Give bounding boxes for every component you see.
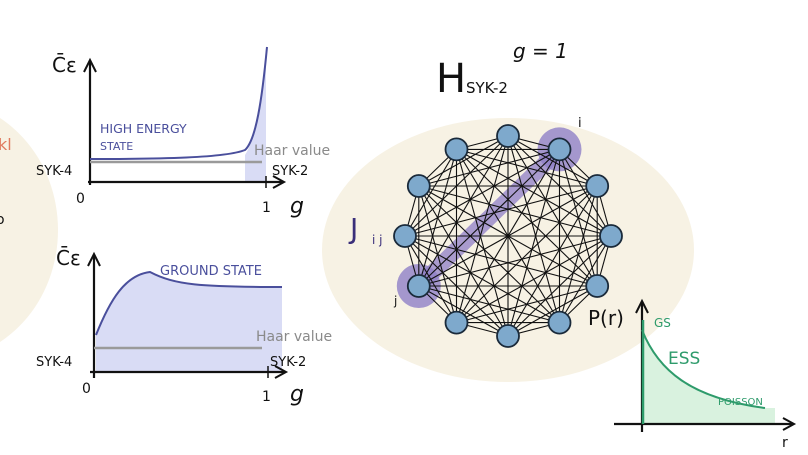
- distribution-gs-label: GS: [654, 316, 671, 330]
- ground-x-tick-0: 0: [82, 381, 91, 397]
- network-edge: [418, 185, 509, 337]
- high-energy-x-tick-0: 0: [76, 191, 85, 207]
- high-energy-x-arrow: [272, 175, 287, 189]
- network-edge: [404, 235, 457, 323]
- ground-x-arrow: [274, 365, 289, 379]
- network-edge: [456, 185, 598, 323]
- ground-y-arrow: [87, 251, 101, 267]
- distribution-ess-label: ESS: [668, 349, 700, 369]
- distribution-x-label: r: [782, 435, 788, 451]
- ground-right-label: SYK-2: [270, 355, 306, 370]
- network-edge: [455, 149, 509, 337]
- high-energy-curve-label-line2: STATE: [100, 140, 133, 153]
- coupling-subscript: i j: [372, 233, 382, 247]
- network-node: [496, 324, 520, 348]
- network-edge: [456, 148, 612, 237]
- network-edge: [404, 235, 560, 324]
- network-node: [406, 174, 431, 198]
- network-nodes: [393, 124, 623, 348]
- high-energy-x-tick-1: 1: [262, 200, 271, 216]
- network-node: [585, 274, 610, 298]
- hamiltonian-symbol: H: [436, 56, 466, 102]
- node-j-label: j: [393, 294, 397, 308]
- network-node: [393, 224, 417, 248]
- network-node: [547, 310, 572, 335]
- node-i-label: i: [578, 116, 582, 131]
- network-node: [496, 124, 520, 148]
- high-energy-y-arrow: [83, 57, 97, 73]
- coupling-symbol: J: [348, 212, 358, 245]
- left-edge-fragment: kl o: [0, 118, 58, 342]
- network-diagram: H SYK-2 g = 1 J i j i j: [322, 39, 694, 382]
- network-edge: [507, 135, 561, 323]
- network-edge: [418, 185, 458, 323]
- network-node: [444, 137, 469, 162]
- high-energy-right-label: SYK-2: [272, 164, 308, 179]
- network-node: [406, 274, 431, 298]
- network-edge: [404, 235, 598, 287]
- ground-left-label: SYK-4: [36, 355, 72, 370]
- high-energy-x-label: g: [290, 194, 304, 219]
- network-edges: [404, 135, 612, 337]
- network-edge: [418, 149, 560, 287]
- panel-high-energy: C̄ε HIGH ENERGY STATE Haar value SYK-4 S…: [36, 46, 330, 219]
- high-energy-haar-label: Haar value: [254, 143, 330, 159]
- high-energy-left-label: SYK-4: [36, 164, 72, 179]
- distribution-area: [642, 330, 775, 424]
- ground-x-tick-1: 1: [262, 389, 271, 405]
- high-energy-curve: [89, 46, 268, 160]
- network-node: [547, 137, 572, 162]
- left-fragment-top-text: kl: [0, 135, 12, 154]
- ground-x-label: g: [290, 382, 304, 407]
- distribution-poisson-label: POISSON: [718, 397, 763, 408]
- ground-haar-label: Haar value: [256, 329, 332, 345]
- coupling-g-label: g = 1: [513, 39, 568, 63]
- network-node: [599, 224, 623, 248]
- hamiltonian-subscript: SYK-2: [466, 79, 508, 97]
- network-node: [444, 310, 469, 335]
- ground-y-label: C̄ε: [56, 245, 81, 270]
- network-edge: [404, 185, 598, 237]
- high-energy-area: [245, 48, 266, 182]
- distribution-x-arrow: [782, 417, 797, 431]
- network-edge: [418, 185, 560, 323]
- ground-curve-label: GROUND STATE: [160, 264, 262, 279]
- network-node: [585, 174, 610, 198]
- high-energy-y-label: C̄ε: [52, 52, 77, 77]
- distribution-plot: P(r) r GS ESS POISSON: [588, 298, 797, 451]
- network-edge: [456, 149, 560, 323]
- network-edge: [456, 149, 598, 287]
- network-edge: [507, 149, 561, 337]
- network-edge: [418, 235, 612, 287]
- network-edge: [418, 285, 509, 337]
- left-fragment-mid-text: o: [0, 212, 5, 228]
- network-edge: [404, 149, 457, 237]
- distribution-y-label: P(r): [588, 306, 624, 330]
- network-edge: [418, 149, 458, 287]
- panel-ground-state: C̄ε GROUND STATE Haar value SYK-4 SYK-2 …: [36, 245, 332, 407]
- network-edge: [418, 185, 612, 237]
- high-energy-curve-label-line1: HIGH ENERGY: [100, 121, 187, 136]
- network-edge: [456, 148, 598, 187]
- ground-curve: [95, 270, 283, 336]
- network-edge: [455, 135, 509, 323]
- distribution-y-arrow: [635, 298, 649, 314]
- distribution-curve: [641, 329, 766, 409]
